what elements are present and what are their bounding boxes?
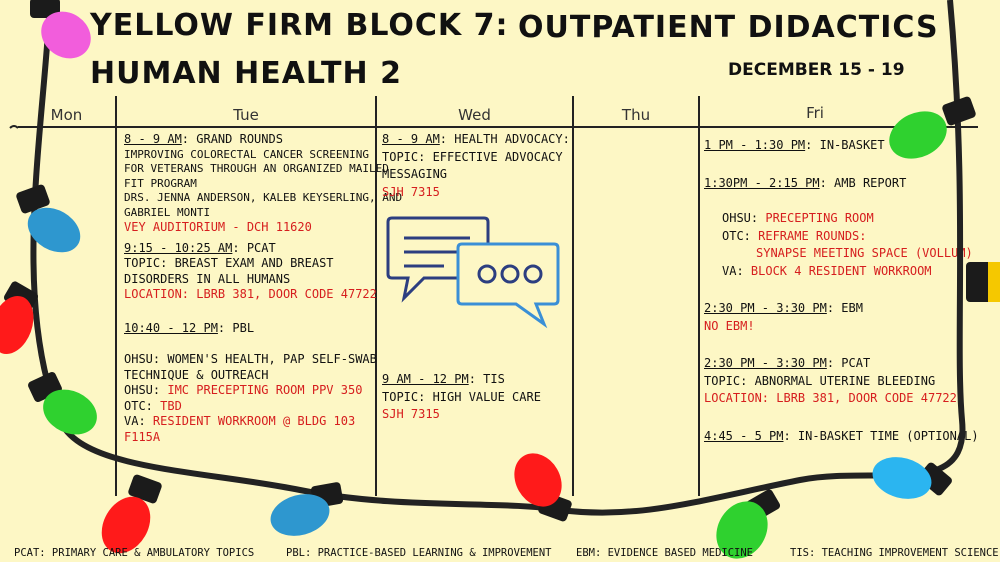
tue-pcat-title: : PCAT xyxy=(232,240,276,255)
day-header-tue: Tue xyxy=(233,106,259,124)
chat-bubbles-icon xyxy=(386,216,560,329)
column-divider-3 xyxy=(572,96,574,496)
tue-pcat-time: 9:15 - 10:25 AM xyxy=(124,240,233,255)
wed-tis-block: 9 AM - 12 PM: TIS TOPIC: HIGH VALUE CARE… xyxy=(382,372,541,423)
fri-ebm: 2:30 PM - 3:30 PM: EBM xyxy=(704,301,979,317)
title-line-2: HUMAN HEALTH 2 xyxy=(90,56,402,91)
fri-amb-time: 1:30PM - 2:15 PM xyxy=(704,175,820,190)
tue-grand-desc-5: GABRIEL MONTI xyxy=(124,205,211,219)
christmas-light-bulb-icon xyxy=(514,453,572,522)
tue-pcat-location: LOCATION: LBRB 381, DOOR CODE 47722 xyxy=(124,287,377,301)
fri-otc-line: OTC: REFRAME ROUNDS: xyxy=(704,229,979,245)
wed-tis-topic: TOPIC: HIGH VALUE CARE xyxy=(382,389,541,404)
tue-grand-rounds: 8 - 9 AM: GRAND ROUNDS xyxy=(124,132,402,148)
footer-tis: TIS: TEACHING IMPROVEMENT SCIENCE xyxy=(790,547,999,559)
column-divider-1 xyxy=(115,96,117,496)
fri-ohsu-label: OHSU: xyxy=(722,211,766,225)
fri-column: 1 PM - 1:30 PM: IN-BASKET TIME 1:30PM - … xyxy=(704,138,979,444)
fri-ebm-title: : EBM xyxy=(826,301,863,315)
fri-va-room: BLOCK 4 RESIDENT WORKROOM xyxy=(750,263,932,278)
tue-grand-desc-2: FOR VETERANS THROUGH AN ORGANIZED MAILED xyxy=(124,162,389,175)
christmas-light-bulb-icon xyxy=(28,372,97,435)
wed-column: 8 - 9 AM: HEALTH ADVOCACY: TOPIC: EFFECT… xyxy=(382,132,570,200)
tue-grand-desc-3: FIT PROGRAM xyxy=(124,176,197,190)
fri-otc-room: REFRAME ROUNDS: xyxy=(758,228,867,243)
wed-adv-topic-2: MESSAGING xyxy=(382,167,448,181)
fri-inbasket2-title: : IN-BASKET TIME (OPTIONAL) xyxy=(783,428,979,443)
tue-pbl-va-room: RESIDENT WORKROOM @ BLDG 103 xyxy=(152,414,356,428)
tue-pcat-topic-2: DISORDERS IN ALL HUMANS xyxy=(124,271,291,286)
title-line-1: YELLOW FIRM BLOCK 7: xyxy=(90,8,509,43)
tue-pcat: 9:15 - 10:25 AM: PCAT xyxy=(124,241,402,257)
tue-grand-time: 8 - 9 AM xyxy=(124,132,182,146)
header-rule xyxy=(18,126,978,128)
tue-pbl-ohsu-topic-2: TECHNIQUE & OUTREACH xyxy=(124,367,269,382)
christmas-light-bulb-icon xyxy=(16,184,81,253)
fri-amb: 1:30PM - 2:15 PM: AMB REPORT xyxy=(704,176,979,192)
fri-pcat-topic: TOPIC: ABNORMAL UTERINE BLEEDING xyxy=(704,373,936,388)
tue-pbl-ohsu-room-line: OHSU: IMC PRECEPTING ROOM PPV 350 xyxy=(124,383,402,399)
tue-column: 8 - 9 AM: GRAND ROUNDS IMPROVING COLOREC… xyxy=(124,132,402,445)
tue-pbl-va-line: VA: RESIDENT WORKROOM @ BLDG 103 xyxy=(124,414,402,430)
fri-inbasket: 1 PM - 1:30 PM: IN-BASKET TIME xyxy=(704,138,979,154)
tue-pbl-otc-line: OTC: TBD xyxy=(124,399,402,415)
tue-pbl-ohsu-room: IMC PRECEPTING ROOM PPV 350 xyxy=(167,383,363,397)
tue-pbl-ohsu-label: OHSU: xyxy=(124,383,168,397)
fri-va-label: VA: xyxy=(722,263,751,278)
wed-adv-topic-1: TOPIC: EFFECTIVE ADVOCACY xyxy=(382,149,563,164)
wed-tis-location: SJH 7315 xyxy=(382,407,440,421)
footer-pbl: PBL: PRACTICE-BASED LEARNING & IMPROVEME… xyxy=(286,547,552,559)
wed-adv-time: 8 - 9 AM xyxy=(382,132,440,146)
wed-tis: 9 AM - 12 PM: TIS xyxy=(382,372,541,388)
column-divider-4 xyxy=(698,96,700,496)
fri-otc-room-2: SYNAPSE MEETING SPACE (VOLLUM) xyxy=(756,246,973,260)
christmas-light-bulb-icon xyxy=(270,482,344,536)
fri-inbasket-title: : IN-BASKET TIME xyxy=(805,138,921,152)
fri-inbasket-optional: 4:45 - 5 PM: IN-BASKET TIME (OPTIONAL) xyxy=(704,429,979,445)
tue-grand-title: : GRAND ROUNDS xyxy=(181,132,283,146)
wed-tis-time: 9 AM - 12 PM xyxy=(382,372,469,386)
fri-pcat-time: 2:30 PM - 3:30 PM xyxy=(704,356,827,370)
day-header-wed: Wed xyxy=(458,106,491,124)
fri-ebm-time: 2:30 PM - 3:30 PM xyxy=(704,301,827,315)
christmas-light-bulb-icon xyxy=(0,281,39,355)
fri-amb-title: : AMB REPORT xyxy=(819,175,907,190)
tue-pbl-ohsu-topic-1: OHSU: WOMEN'S HEALTH, PAP SELF-SWAB xyxy=(124,352,377,366)
christmas-light-bulb-icon xyxy=(872,457,952,499)
fri-va-line: VA: BLOCK 4 RESIDENT WORKROOM xyxy=(704,264,979,280)
fri-pcat-location: LOCATION: LBRB 381, DOOR CODE 47722 xyxy=(704,391,957,405)
fri-pcat-title: : PCAT xyxy=(826,356,871,370)
title-right: OUTPATIENT DIDACTICS xyxy=(518,10,939,45)
tue-pbl-otc-label: OTC: xyxy=(124,398,161,413)
day-header-mon: Mon xyxy=(50,106,83,124)
day-header-fri: Fri xyxy=(806,104,824,122)
tue-pbl-va-label: VA: xyxy=(124,414,153,428)
tue-pcat-topic-1: TOPIC: BREAST EXAM AND BREAST xyxy=(124,256,334,270)
fri-inbasket-time: 1 PM - 1:30 PM xyxy=(704,138,806,152)
tue-pbl: 10:40 - 12 PM: PBL xyxy=(124,321,402,337)
tue-grand-desc-1: IMPROVING COLORECTAL CANCER SCREENING xyxy=(124,147,370,161)
wed-adv-location: SJH 7315 xyxy=(382,184,440,199)
footer-pcat: PCAT: PRIMARY CARE & AMBULATORY TOPICS xyxy=(14,547,255,559)
fri-ohsu-room: PRECEPTING ROOM xyxy=(765,211,874,225)
fri-pcat: 2:30 PM - 3:30 PM: PCAT xyxy=(704,356,979,372)
wed-advocacy: 8 - 9 AM: HEALTH ADVOCACY: xyxy=(382,132,570,148)
fri-otc-label: OTC: xyxy=(722,228,759,243)
tue-pbl-otc-room: TBD xyxy=(160,398,182,413)
wed-tis-title: : TIS xyxy=(468,372,505,386)
fri-ebm-note: NO EBM! xyxy=(704,318,755,333)
tue-pbl-title: : PBL xyxy=(217,320,255,335)
fri-ohsu-line: OHSU: PRECEPTING ROOM xyxy=(704,211,979,227)
tue-grand-desc-4: DRS. JENNA ANDERSON, KALEB KEYSERLING, A… xyxy=(124,191,403,204)
fri-inbasket2-time: 4:45 - 5 PM xyxy=(704,428,784,443)
tue-grand-location: VEY AUDITORIUM - DCH 11620 xyxy=(124,220,312,234)
wed-adv-title: : HEALTH ADVOCACY: xyxy=(439,132,570,146)
date-range: DECEMBER 15 - 19 xyxy=(728,60,905,80)
footer-ebm: EBM: EVIDENCE BASED MEDICINE xyxy=(576,547,754,559)
tue-pbl-va-room-2: F115A xyxy=(124,429,161,444)
day-header-thu: Thu xyxy=(621,106,651,124)
tue-pbl-time: 10:40 - 12 PM xyxy=(124,320,218,335)
